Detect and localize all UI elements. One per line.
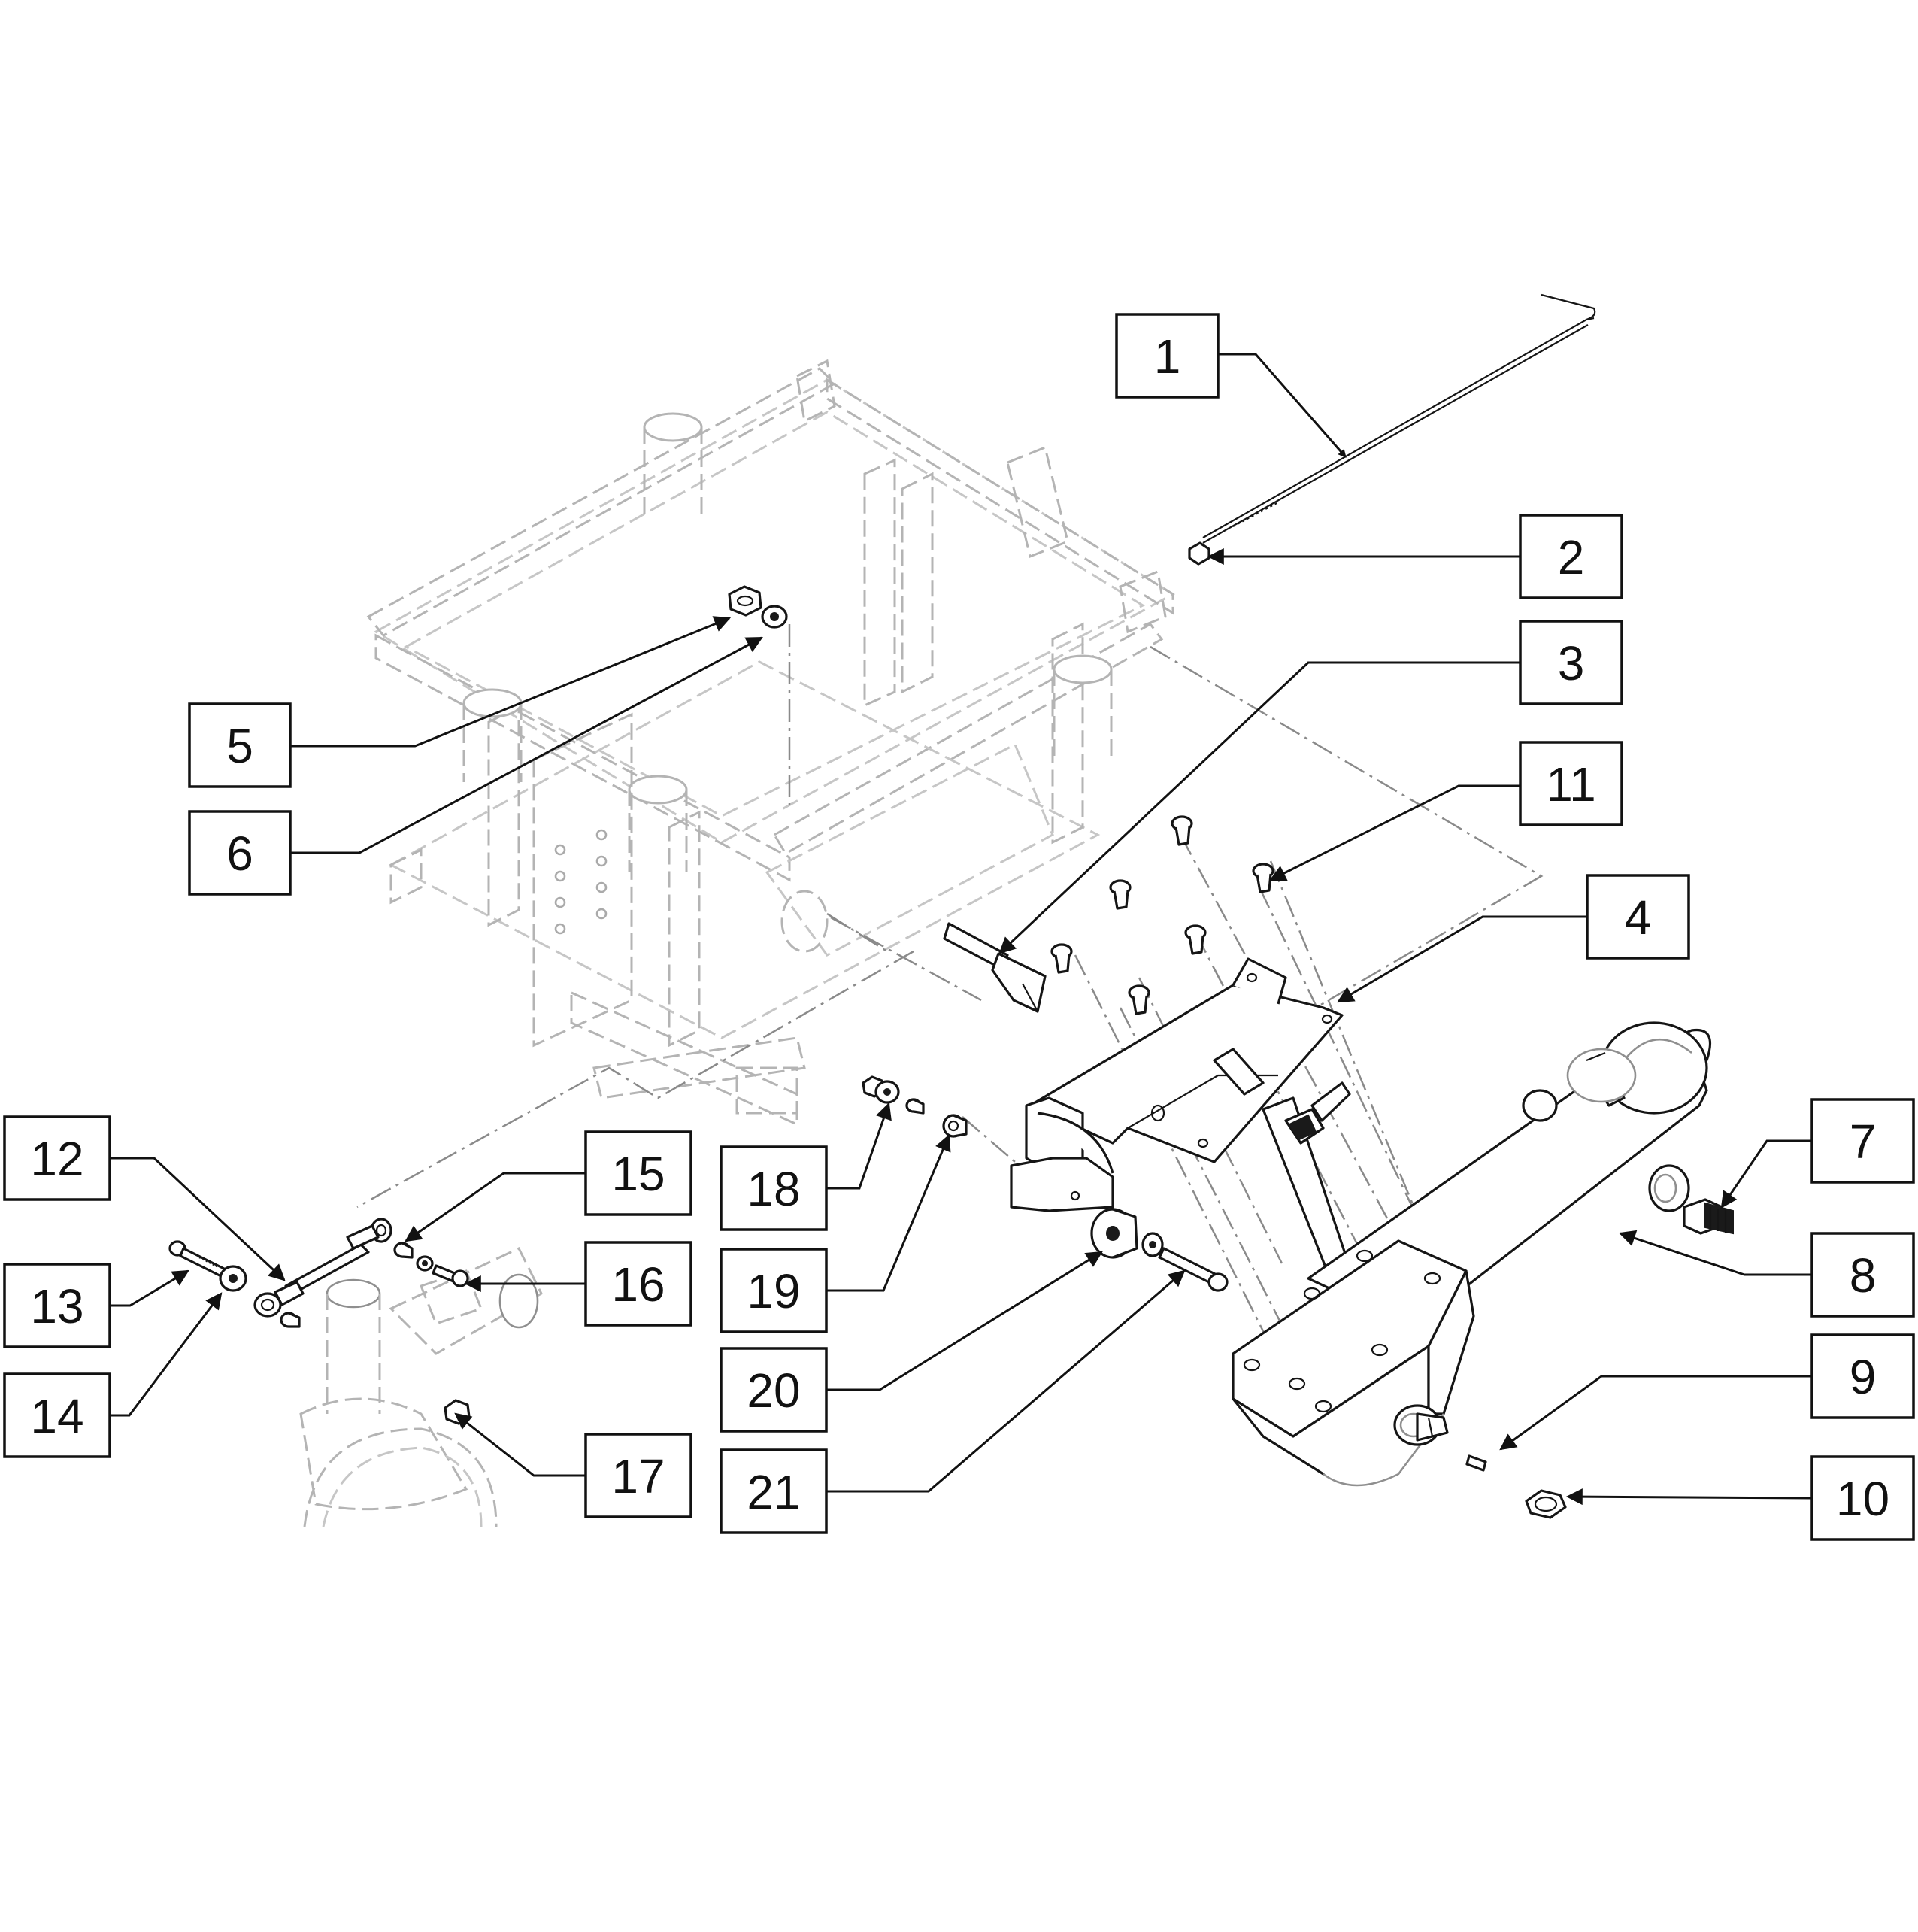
svg-text:9: 9 xyxy=(1850,1350,1877,1404)
svg-text:10: 10 xyxy=(1836,1472,1889,1526)
callout-6: 6 xyxy=(188,810,292,896)
callout-8: 8 xyxy=(1810,1232,1915,1318)
callout-1: 1 xyxy=(1115,313,1220,399)
callout-21: 21 xyxy=(720,1448,828,1534)
callout-13: 13 xyxy=(3,1263,111,1348)
svg-text:2: 2 xyxy=(1558,530,1585,584)
caster-bushing xyxy=(280,1312,301,1328)
part-11-cap-screws xyxy=(1050,815,1274,1015)
svg-text:14: 14 xyxy=(30,1389,83,1443)
callout-17: 17 xyxy=(584,1433,692,1518)
svg-text:11: 11 xyxy=(1546,757,1595,811)
part-19-spacer xyxy=(942,1114,968,1138)
svg-text:8: 8 xyxy=(1850,1248,1877,1303)
svg-text:13: 13 xyxy=(30,1279,83,1333)
part-12-tie-rod xyxy=(253,1218,392,1318)
part-17-nut xyxy=(444,1399,471,1425)
callout-16: 16 xyxy=(584,1241,692,1327)
part-16-bolt xyxy=(416,1255,469,1287)
callout-14: 14 xyxy=(3,1372,111,1458)
svg-text:12: 12 xyxy=(30,1132,83,1186)
svg-text:17: 17 xyxy=(611,1449,665,1503)
svg-text:20: 20 xyxy=(747,1363,800,1418)
part-18-nut-washer xyxy=(862,1075,900,1104)
part-3-bolt xyxy=(943,922,1047,1013)
callout-3: 3 xyxy=(1519,620,1623,705)
svg-text:4: 4 xyxy=(1625,890,1652,945)
part-4-motor-bracket xyxy=(1010,957,1351,1272)
callout-4: 4 xyxy=(1586,874,1690,960)
callout-10: 10 xyxy=(1810,1455,1915,1541)
frame-assembly-ghost xyxy=(366,359,1175,1127)
callout-12: 12 xyxy=(3,1115,111,1201)
part-6-washer xyxy=(761,605,788,629)
part-9-key xyxy=(1465,1454,1487,1472)
callout-2: 2 xyxy=(1519,514,1623,599)
part-21-bolt xyxy=(1141,1232,1229,1292)
part-15-bushing xyxy=(393,1242,414,1259)
part-20-bushing xyxy=(1090,1208,1138,1259)
caster-wheel-ghost xyxy=(299,1247,543,1527)
part-2-nut xyxy=(1188,541,1210,566)
part-5-nut xyxy=(728,585,762,617)
svg-text:3: 3 xyxy=(1558,636,1585,690)
svg-text:16: 16 xyxy=(611,1257,665,1312)
svg-text:5: 5 xyxy=(226,719,253,773)
svg-text:1: 1 xyxy=(1154,329,1181,384)
svg-text:7: 7 xyxy=(1850,1115,1877,1169)
callout-20: 20 xyxy=(720,1347,828,1433)
callout-11: 11 xyxy=(1519,741,1623,826)
callout-9: 9 xyxy=(1810,1333,1915,1419)
part-13-long-bolt xyxy=(168,1240,227,1278)
svg-text:21: 21 xyxy=(747,1465,800,1519)
svg-text:15: 15 xyxy=(611,1147,665,1201)
spacer-small xyxy=(905,1098,925,1115)
callout-15: 15 xyxy=(584,1130,692,1216)
callout-18: 18 xyxy=(720,1145,828,1231)
callout-7: 7 xyxy=(1810,1098,1915,1184)
leader-lines xyxy=(110,353,1813,1506)
part-8-motor-gearbox xyxy=(1232,1021,1712,1487)
part-7-motor-brush xyxy=(1683,1198,1734,1235)
svg-text:19: 19 xyxy=(747,1264,800,1318)
svg-text:18: 18 xyxy=(747,1162,800,1216)
svg-text:6: 6 xyxy=(226,826,253,881)
part-1-rod xyxy=(1202,293,1596,544)
part-10-hub-nut xyxy=(1525,1489,1567,1519)
callout-5: 5 xyxy=(188,702,292,788)
part-14-washer xyxy=(219,1265,247,1292)
callout-19: 19 xyxy=(720,1248,828,1333)
